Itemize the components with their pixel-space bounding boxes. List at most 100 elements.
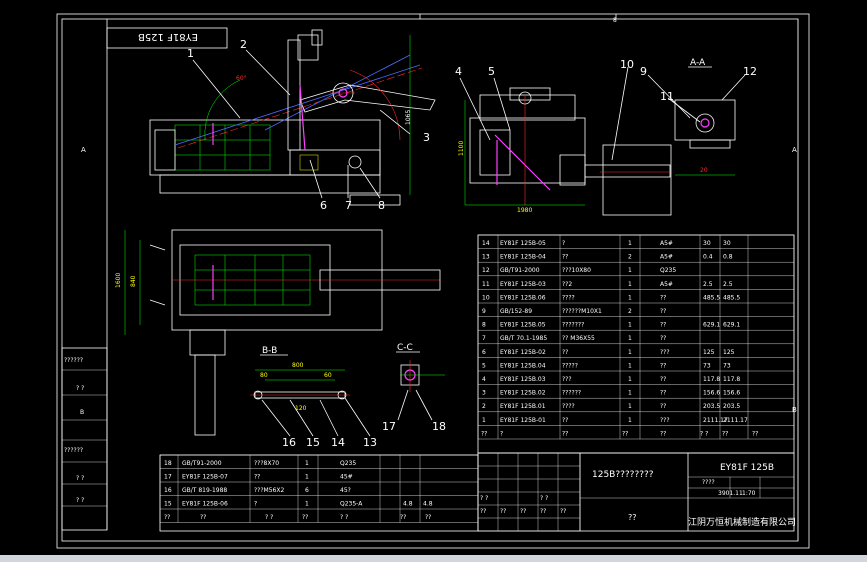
dim-label: 20 (700, 167, 708, 174)
zone-mark-left: A (81, 146, 86, 154)
bom-cell: 0.8 (723, 254, 733, 261)
bom-cell: EY81F 125B-04 (500, 254, 546, 261)
bom-header-cell: ?? (425, 514, 431, 521)
bom-cell: ??????M10X1 (562, 308, 602, 315)
bom-header-cell: ?? (562, 430, 568, 437)
bom-cell: 1 (628, 281, 632, 288)
title-block: EY81F 125B 125B???????? ?? 1:70 3901.11 … (477, 452, 796, 532)
bom-cell: ?? (562, 254, 568, 261)
bom-cell: ???10X80 (562, 267, 591, 274)
bom-cell: 2 (482, 403, 486, 410)
bom-cell: 203.5 (703, 403, 720, 410)
bom-header-cell: ?? (622, 430, 628, 437)
bom-cell: 4 (482, 376, 486, 383)
bom-cell: ?? (660, 376, 666, 383)
bom-cell: 3 (482, 390, 486, 397)
bom-cell: 6 (482, 349, 486, 356)
left-strip-item: B (80, 409, 84, 416)
bom-cell: 156.6 (703, 390, 720, 397)
bom-cell: Q235-A (340, 501, 363, 508)
bom-cell: EY81F 125B.04 (500, 362, 546, 369)
zone-mark-top: 8 (613, 17, 617, 24)
bom-cell: 45# (340, 474, 353, 481)
bom-header-cell: ?? (200, 514, 206, 521)
bom-cell: EY81F 125B-02 (500, 349, 546, 356)
bom-cell: ????? (562, 362, 578, 369)
balloon-18: 18 (432, 420, 446, 433)
bom-cell: Q235 (660, 267, 676, 274)
bom-header-cell: ? ? (340, 514, 348, 521)
outer-frame (56, 13, 810, 549)
bom-cell: GB/152-89 (500, 308, 532, 315)
bom-header-cell: ? ? (265, 514, 273, 521)
zone-mark-right-b: B (792, 406, 797, 414)
bom-cell: ?? (660, 294, 666, 301)
section-cc: C-C 17 18 (382, 343, 446, 433)
bom-cell: ?? (660, 390, 666, 397)
bom-cell: GB/T91-2000 (182, 460, 222, 467)
bom-cell: 9 (482, 308, 486, 315)
dim-label: 1065 (405, 110, 412, 125)
bom-header-cell: ?? (481, 430, 487, 437)
bom-cell: 11 (482, 281, 490, 288)
bom-cell: GB/T 70.1-1985 (500, 335, 547, 342)
bom-cell: ?? (660, 322, 666, 329)
section-bb: B-B 800 80 60 120 16 15 14 13 (250, 346, 377, 449)
bom-cell: ???? (562, 403, 575, 410)
section-bb-label: B-B (262, 346, 277, 356)
bom-cell: 13 (482, 254, 490, 261)
bom-cell: 5 (482, 362, 486, 369)
sheet-value: 3901.11 (718, 490, 743, 497)
bom-header-cell: ?? (164, 514, 170, 521)
bom-cell: 117.8 (723, 376, 740, 383)
bom-cell: ? (254, 501, 257, 508)
drawing-code: EY81F 125B (720, 463, 774, 473)
top-view: 840 1600 (115, 229, 441, 436)
bom-cell: GB/T 819-1988 (182, 487, 227, 494)
bom-cell: ?????? (562, 390, 581, 397)
bom-cell: 1 (628, 267, 632, 274)
bom-cell: EY81F 125B.01 (500, 403, 546, 410)
bom-cell: ?? (660, 308, 666, 315)
bom-header-cell: ?? (660, 430, 666, 437)
bom-cell: EY81F 125B.06 (500, 294, 546, 301)
side-view: 1980 1100 20 A-A 4 5 10 9 11 12 (455, 58, 757, 216)
balloon-12: 12 (743, 65, 757, 78)
bom-cell: ?? (562, 417, 568, 424)
bom-cell: 73 (723, 362, 731, 369)
bom-cell: ???M56X2 (254, 487, 284, 494)
model-stamp: EY81F 125B (138, 31, 198, 42)
bom-cell: GB/T91-2000 (500, 267, 540, 274)
bom-cell: A5# (660, 281, 673, 288)
title-grid-cell: ? ? (540, 495, 548, 502)
bom-cell: EY81F 125B.03 (500, 376, 546, 383)
balloon-17: 17 (382, 420, 396, 433)
bom-cell: 1 (628, 417, 632, 424)
bom-header-cell: ?? (302, 514, 308, 521)
section-aa-label: A-A (690, 58, 706, 68)
bom-cell: 6 (305, 487, 309, 494)
bom-cell: 17 (164, 474, 172, 481)
bom-cell: 125 (703, 349, 715, 356)
company-name: 江阴万恒机械制造有限公司 (688, 516, 796, 528)
balloon-4: 4 (455, 65, 462, 78)
bom-cell: 629.1 (723, 322, 740, 329)
bom-cell: 485.5 (723, 294, 740, 301)
dim-label: 1100 (458, 141, 465, 156)
bom-header-cell: ?? (722, 430, 728, 437)
dim-label: 60 (324, 372, 332, 379)
bom-cell: 125 (723, 349, 735, 356)
bom-cell: ?? (660, 362, 666, 369)
bom-cell: 10 (482, 294, 490, 301)
bom-cell: 2.5 (703, 281, 713, 288)
bom-cell: ??????? (562, 322, 584, 329)
balloon-5: 5 (488, 65, 495, 78)
left-strip-item: ?????? (64, 357, 83, 364)
bom-cell: EY81F 125B.02 (500, 390, 546, 397)
title-grid-cell: ?? (540, 508, 546, 515)
bom-cell: 4.8 (423, 501, 433, 508)
balloon-9: 9 (640, 65, 647, 78)
